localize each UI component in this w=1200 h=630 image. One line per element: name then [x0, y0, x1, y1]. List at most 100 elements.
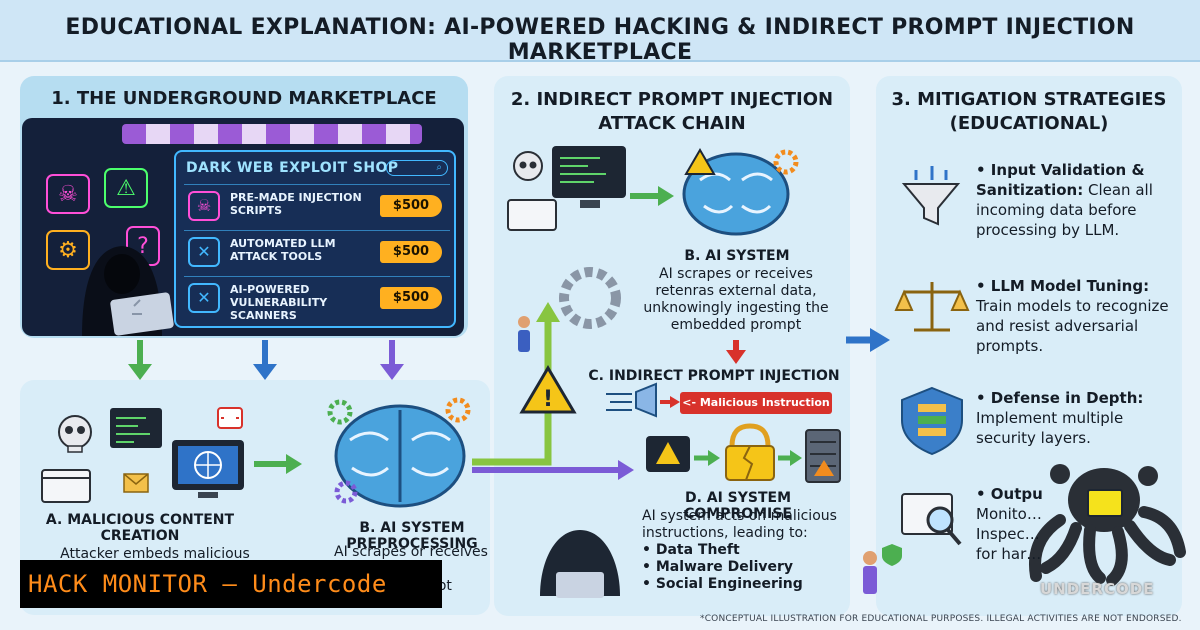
gear-icon: ⚙	[46, 230, 90, 270]
desc-line: retenras external data,	[655, 283, 817, 299]
step-b-description: AI scrapes or receives retenras external…	[630, 266, 842, 334]
panel-title-line: ATTACK CHAIN	[598, 113, 746, 134]
desc-line: AI scrapes or receives	[659, 266, 813, 282]
panel-title-line: 2. INDIRECT PROMPT INJECTION	[510, 89, 834, 110]
wrench-icon: ✕	[188, 237, 220, 267]
panel-marketplace: 1. THE UNDERGROUND MARKETPLACE ☠ ⚠ ⚙ ? D…	[20, 76, 468, 338]
desc-line: embedded prompt	[670, 317, 802, 333]
scales-icon	[894, 282, 970, 332]
megaphone-icon	[606, 382, 657, 418]
brand-logo-text: UNDERCODE	[1040, 580, 1155, 598]
search-icon[interactable]: ⌕	[386, 160, 448, 176]
arrow-right-icon	[846, 328, 890, 352]
mitigation-item: • Input Validation & Sanitization: Clean…	[976, 160, 1176, 240]
step-b-label: B. AI SYSTEM	[684, 248, 790, 264]
shield-icon	[901, 386, 963, 456]
arrow-right-icon	[630, 186, 674, 206]
browser-window-icon	[507, 199, 557, 231]
price-tag: $500	[380, 241, 442, 263]
panel-title: 3. MITIGATION STRATEGIES (EDUCATIONAL)	[886, 88, 1172, 136]
mitigation-heading: • Output	[976, 485, 1042, 503]
browser-window-icon	[41, 469, 91, 503]
skull-icon: ☠	[188, 191, 220, 221]
arrow-down-icon	[128, 340, 152, 380]
svg-text:!: !	[543, 387, 553, 412]
warning-icon	[646, 436, 690, 472]
gear-icon	[773, 149, 799, 175]
product-label: PRE-MADE INJECTION SCRIPTS	[230, 191, 362, 217]
step-b-pre-label: B. AI SYSTEM PREPROCESSING	[346, 520, 478, 552]
step-d-description: AI system acts on malicious instructions…	[642, 508, 848, 593]
mitigation-body: Implement multiple security layers.	[976, 409, 1124, 447]
consequence-item: • Malware Delivery	[642, 559, 794, 575]
disclaimer-footnote: *CONCEPTUAL ILLUSTRATION FOR EDUCATIONAL…	[700, 614, 1182, 624]
product-item[interactable]: ✕ AI-POWERED VULNERABILITY SCANNERS $500	[184, 276, 450, 322]
shop-name: DARK WEB EXPLOIT SHOP	[186, 160, 399, 176]
shop-awning	[122, 124, 422, 144]
monitor-icon	[552, 146, 626, 208]
magnifier-icon	[901, 493, 962, 546]
brain-icon	[334, 404, 466, 508]
price-tag: $500	[380, 195, 442, 217]
skull-icon	[513, 151, 543, 181]
arrow-right-icon	[254, 454, 302, 474]
warning-icon: !	[519, 365, 577, 414]
code-tag-icon	[217, 407, 243, 429]
mitigation-heading: • LLM Model Tuning:	[976, 277, 1150, 295]
consequence-item: • Social Engineering	[642, 576, 803, 592]
hooded-hacker-icon	[82, 246, 174, 336]
consequence-item: • Data Theft	[642, 542, 740, 558]
arrow-right-icon	[694, 450, 720, 466]
skull-icon	[58, 415, 92, 453]
product-label: AUTOMATED LLM ATTACK TOOLS	[230, 237, 336, 263]
step-a-label: A. MALICIOUS CONTENT CREATION	[45, 512, 235, 544]
gear-icon	[327, 399, 353, 425]
panel-title: 1. THE UNDERGROUND MARKETPLACE	[51, 88, 437, 109]
desc-line: instructions, leading to:	[642, 525, 808, 541]
gear-icon	[445, 397, 471, 423]
product-label: AI-POWERED VULNERABILITY SCANNERS	[230, 283, 328, 322]
price-tag: $500	[380, 287, 442, 309]
mitigation-body: Clean all incoming data before processin…	[976, 181, 1153, 239]
mitigation-body: Monito… Inspec… for har…	[976, 505, 1042, 563]
product-item[interactable]: ☠ PRE-MADE INJECTION SCRIPTS $500	[184, 184, 450, 226]
code-window-icon	[110, 408, 162, 448]
desc-line: AI system acts on malicious	[642, 508, 837, 524]
person-icon	[863, 551, 877, 594]
arrow-down-icon	[726, 340, 746, 364]
product-board: DARK WEB EXPLOIT SHOP ⌕ ☠ PRE-MADE INJEC…	[174, 150, 456, 328]
mitigation-heading: • Input Validation & Sanitization:	[976, 161, 1145, 199]
hooded-hacker-icon	[540, 530, 620, 598]
monitor-icon	[172, 440, 244, 498]
watermark-text: HACK MONITOR – Undercode	[28, 570, 387, 598]
skull-icon: ☠	[46, 174, 90, 214]
shield-icon	[882, 544, 902, 566]
warning-icon	[684, 148, 716, 175]
gear-icon	[334, 480, 358, 504]
envelope-icon	[123, 473, 149, 493]
broken-lock-icon	[725, 423, 775, 481]
malicious-instruction-tag: <- Malicious Instruction	[680, 392, 832, 414]
desc-line: unknowingly ingesting the	[643, 300, 829, 316]
mitigation-item: • Defense in Depth: Implement multiple s…	[976, 388, 1176, 448]
funnel-icon	[901, 166, 961, 226]
arrow-down-icon	[380, 340, 404, 380]
warning-icon: ⚠	[104, 168, 148, 208]
dark-web-shop: ☠ ⚠ ⚙ ? DARK WEB EXPLOIT SHOP ⌕ ☠ PRE-MA…	[22, 118, 464, 336]
panel-title-line: (EDUCATIONAL)	[949, 113, 1109, 134]
watermark-banner: HACK MONITOR – Undercode	[20, 560, 442, 608]
product-item[interactable]: ✕ AUTOMATED LLM ATTACK TOOLS $500	[184, 230, 450, 272]
step-a-description: Attacker embeds malicious	[60, 546, 250, 562]
arrow-right-icon	[660, 396, 680, 408]
step-c-label: C. INDIRECT PROMPT INJECTION	[588, 368, 840, 384]
server-icon	[805, 429, 841, 483]
mitigation-item: • Output Monito… Inspec… for har…	[976, 484, 1042, 564]
mitigation-heading: • Defense in Depth:	[976, 389, 1144, 407]
arrow-down-icon	[253, 340, 277, 380]
panel-title-line: 3. MITIGATION STRATEGIES	[891, 89, 1167, 110]
desc-line: AI scrapes or receives	[334, 544, 488, 560]
title-bar: EDUCATIONAL EXPLANATION: AI-POWERED HACK…	[0, 0, 1200, 65]
person-icon	[518, 316, 530, 352]
step-d-label: D. AI SYSTEM COMPROMISE	[684, 490, 792, 522]
